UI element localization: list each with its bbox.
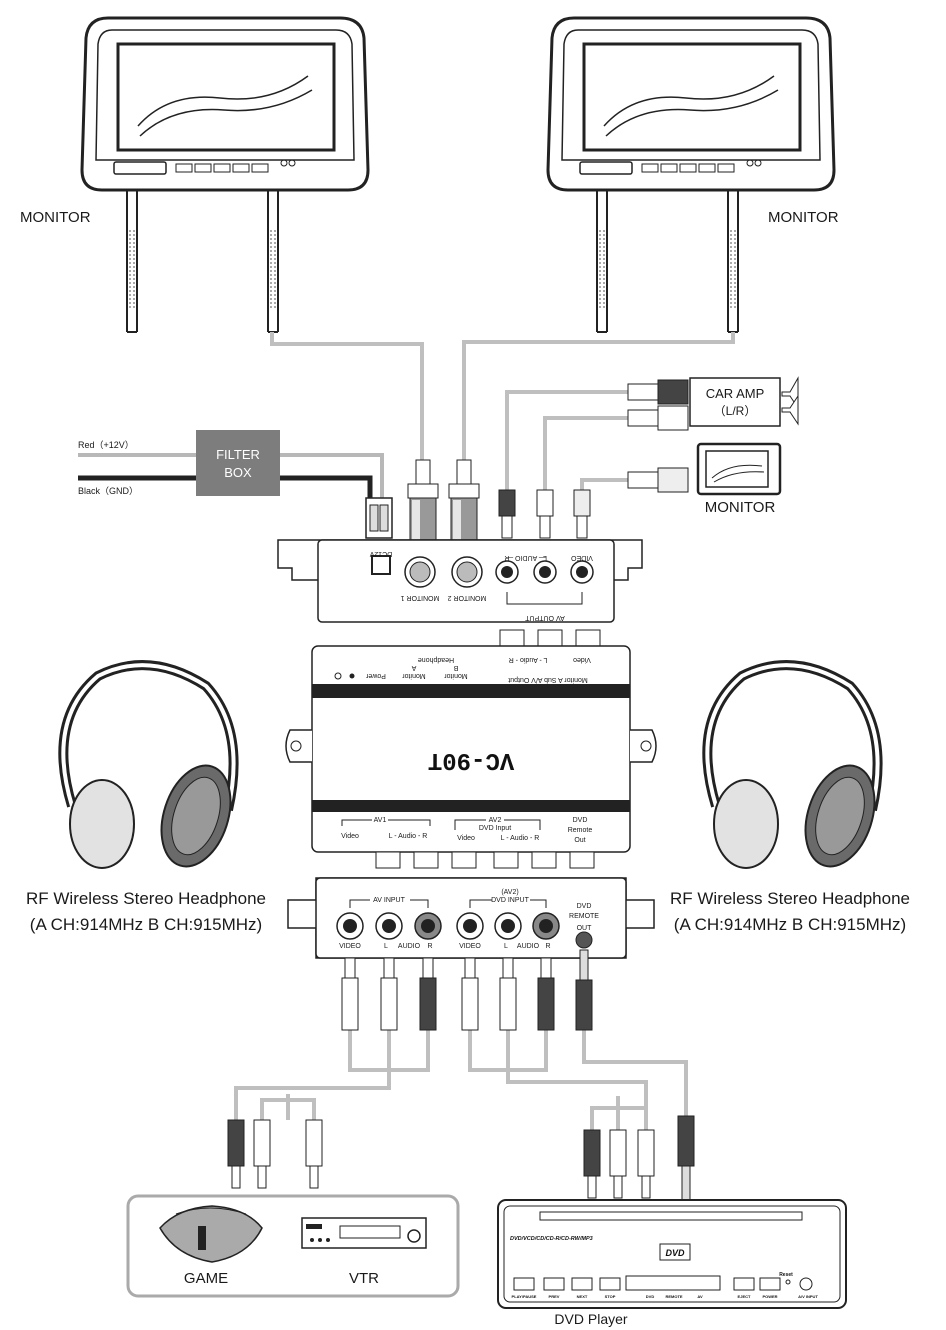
- main-dvd-input: DVD Input: [479, 825, 511, 832]
- main-unit: [285, 629, 657, 869]
- dvd-btn-play: PLAY/PAUSE: [512, 1294, 537, 1299]
- bp-dvd-input: DVD INPUT: [491, 897, 529, 904]
- car-amp-label-1: CAR AMP: [706, 386, 765, 401]
- dvd-btn-power: POWER: [762, 1294, 777, 1299]
- speaker-icon-bottom: [781, 394, 799, 426]
- dc12v-label: DC12V: [369, 550, 392, 557]
- dvd-rca-plugs: [583, 1115, 695, 1201]
- main-remote: Remote: [568, 827, 593, 834]
- bp-l1: L: [384, 943, 388, 950]
- filter-box: [196, 430, 280, 496]
- small-monitor: [696, 442, 782, 496]
- monitor-cables: [270, 332, 735, 460]
- main-monitor-b: Monitor: [444, 672, 468, 679]
- av-out-rca-l: [536, 489, 554, 539]
- bp-av2: (AV2): [501, 889, 518, 896]
- main-monitor-a2: A: [411, 664, 416, 671]
- main-video2: Video: [457, 835, 475, 842]
- bp-video1: VIDEO: [339, 943, 361, 950]
- small-monitor-label: MONITOR: [705, 499, 776, 516]
- headphone-right-label-2: (A CH:914MHz B CH:915MHz): [674, 915, 906, 934]
- main-lr1: L - Audio - R: [389, 833, 428, 840]
- dvd-btn-next: NEXT: [577, 1294, 588, 1299]
- main-out: Out: [574, 837, 585, 844]
- headphone-left-label-2: (A CH:914MHz B CH:915MHz): [30, 915, 262, 934]
- bp-video2: VIDEO: [459, 943, 481, 950]
- bp-out: OUT: [577, 925, 593, 932]
- dvd-btn-stop: STOP: [605, 1294, 616, 1299]
- top-connector-panel: [277, 539, 643, 623]
- svg-text:DVD: DVD: [665, 1248, 685, 1258]
- bp-remote: REMOTE: [569, 913, 599, 920]
- main-headphone: Headphone: [418, 656, 454, 663]
- headphone-right: [702, 660, 883, 869]
- dvd-player: DVD: [497, 1199, 847, 1309]
- bp-audio1: AUDIO: [398, 943, 421, 950]
- dvd-label-av: AV: [697, 1294, 703, 1299]
- main-video1: Video: [341, 833, 359, 840]
- game-console: [159, 1205, 263, 1263]
- black-wire-label: Black（GND）: [78, 486, 138, 496]
- filter-box-label-1: FILTER: [216, 447, 260, 462]
- main-av1: AV1: [374, 817, 387, 824]
- car-amp-label-2: （L/R）: [714, 404, 757, 418]
- headphone-right-label-1: RF Wireless Stereo Headphone: [670, 889, 910, 908]
- main-power: Power: [365, 672, 386, 679]
- monitor-left-label: MONITOR: [20, 209, 91, 226]
- monitor1-label: MONITOR 1: [401, 594, 440, 601]
- power-wires: [78, 453, 384, 498]
- main-av2: AV2: [489, 817, 502, 824]
- top-audio-l: L: [543, 554, 547, 561]
- headrest-monitor-left: [80, 16, 370, 333]
- bp-r2: R: [545, 943, 550, 950]
- dvd-formats: DVD/VCD/CD/CD-R/CD-RW/MP3: [510, 1236, 593, 1242]
- av-out-rca-r: [498, 489, 516, 539]
- bottom-rca-plugs-upper: [341, 949, 593, 1031]
- dvd-btn-eject: EJECT: [738, 1294, 751, 1299]
- power-plug: [365, 497, 393, 539]
- headphone-left-label-1: RF Wireless Stereo Headphone: [26, 889, 266, 908]
- bp-dvd: DVD: [577, 903, 592, 910]
- main-video: Video: [573, 656, 591, 663]
- dvd-label-dvd: DVD: [646, 1294, 655, 1299]
- headphone-left: [58, 660, 239, 869]
- vtr-device: [301, 1217, 427, 1249]
- top-video: VIDEO: [571, 554, 593, 561]
- dvd-player-label: DVD Player: [554, 1311, 627, 1327]
- dvd-label-remote: REMOTE: [665, 1294, 682, 1299]
- game-vtr-rca-plugs: [227, 1119, 323, 1189]
- bp-av-input: AV INPUT: [373, 897, 405, 904]
- bp-audio2: AUDIO: [517, 943, 540, 950]
- top-audio-mid: — AUDIO —: [506, 554, 546, 561]
- av-out-rca-video: [573, 489, 591, 539]
- main-lr: L - Audio - R: [509, 656, 548, 663]
- filter-box-label-2: BOX: [224, 465, 252, 480]
- main-monitor-b2: B: [453, 664, 458, 671]
- dvd-reset: Reset: [779, 1272, 793, 1278]
- bottom-connector-panel: [287, 877, 655, 959]
- main-monitor-a: Monitor: [402, 672, 426, 679]
- main-dvd: DVD: [573, 817, 588, 824]
- dvd-av-input: A/V INPUT: [798, 1294, 818, 1299]
- monitor-right-label: MONITOR: [768, 209, 839, 226]
- main-sub-output: Monitor A Sub A/V Output: [508, 676, 587, 683]
- game-label: GAME: [184, 1270, 228, 1287]
- main-lr2: L - Audio - R: [501, 835, 540, 842]
- av-output-label: AV OUTPUT: [525, 614, 565, 621]
- bp-r1: R: [427, 943, 432, 950]
- red-wire-label: Red（+12V）: [78, 440, 134, 450]
- car-amp-box: [689, 377, 781, 427]
- monitor2-label: MONITOR 2: [448, 594, 487, 601]
- car-amp-plugs: [627, 379, 689, 493]
- bottom-cables: [234, 1030, 688, 1130]
- top-audio-r: R: [504, 554, 509, 561]
- vtr-label: VTR: [349, 1270, 379, 1287]
- dvd-btn-prev: PREV: [549, 1294, 560, 1299]
- device-model: VC-90T: [428, 746, 514, 773]
- bp-l2: L: [504, 943, 508, 950]
- headrest-monitor-right: [546, 16, 836, 333]
